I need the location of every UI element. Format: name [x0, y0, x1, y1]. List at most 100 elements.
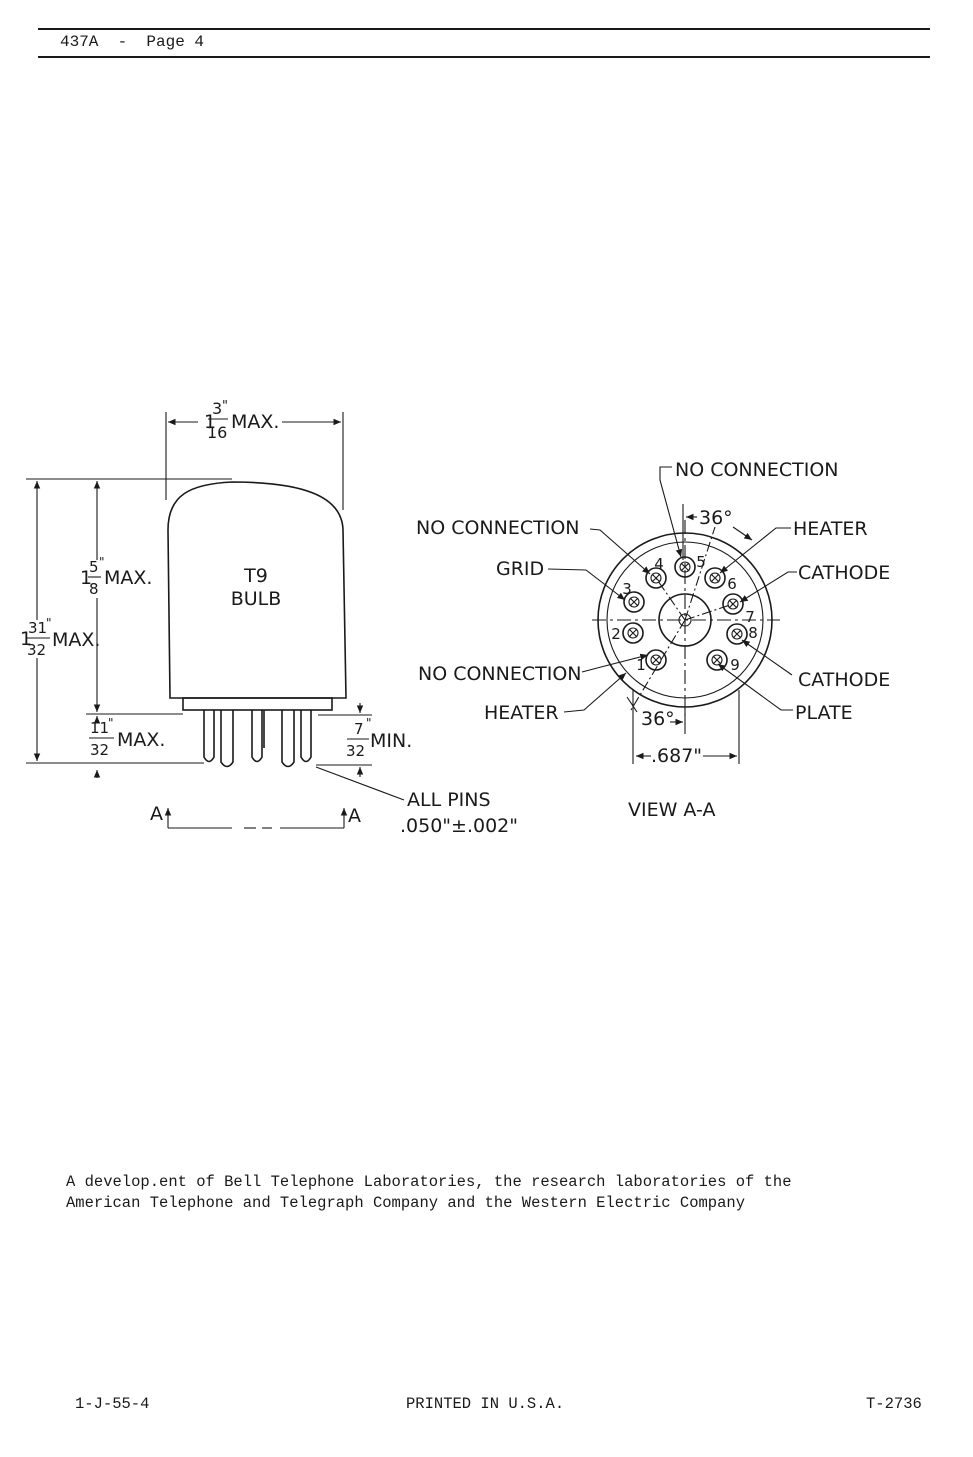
pin-4-core: [650, 572, 662, 584]
svg-text:32: 32: [346, 742, 365, 760]
footer-number: T-2736: [866, 1395, 922, 1413]
svg-text:CATHODE: CATHODE: [798, 562, 890, 584]
svg-text:1: 1: [80, 567, 92, 589]
svg-text:": ": [222, 399, 228, 414]
pin-number-3: 3: [622, 580, 632, 598]
diameter-dimension: .687": [632, 690, 740, 767]
pin-2-core: [627, 627, 639, 639]
pin-number-9: 9: [730, 656, 740, 674]
svg-text:": ": [366, 716, 372, 730]
width-dimension: 1 3 " 16 MAX.: [165, 399, 344, 510]
all-pins-label: ALL PINS: [407, 789, 491, 811]
bulb-height-dimension: 1 5 " 8 MAX.: [80, 481, 152, 712]
svg-text:HEATER: HEATER: [793, 518, 868, 540]
svg-text:.687": .687": [651, 745, 702, 767]
svg-text:1: 1: [20, 628, 32, 650]
pin-number-7: 7: [745, 608, 755, 626]
svg-text:NO CONNECTION: NO CONNECTION: [418, 663, 582, 685]
pins-leader: [315, 766, 405, 801]
svg-text:16: 16: [207, 423, 227, 442]
pin-8-core: [731, 628, 743, 640]
pin-6-cross: [710, 573, 720, 583]
svg-text:MAX.: MAX.: [117, 729, 165, 751]
svg-text:CATHODE: CATHODE: [798, 669, 890, 691]
svg-text:": ": [46, 616, 52, 630]
pin-6-core: [709, 572, 721, 584]
section-line: A A: [150, 803, 361, 829]
bulb-label: BULB: [231, 588, 282, 610]
pin-number-1: 1: [636, 656, 646, 674]
footnote-line1: A develop.ent of Bell Telephone Laborato…: [66, 1173, 792, 1191]
svg-text:A: A: [348, 805, 361, 827]
svg-text:MAX.: MAX.: [52, 629, 100, 651]
page-header: 437A - Page 4: [60, 33, 205, 51]
pin-5-core: [679, 561, 691, 573]
svg-text:HEATER: HEATER: [484, 702, 559, 724]
bottom-angle-dimension: 36°: [626, 696, 686, 734]
svg-text:5: 5: [89, 558, 99, 576]
svg-text:3: 3: [212, 399, 222, 418]
footer-printed: PRINTED IN U.S.A.: [406, 1395, 565, 1413]
pin-1-cross: [651, 655, 661, 665]
pin-8-cross: [732, 629, 742, 639]
pin-number-4: 4: [654, 555, 664, 573]
tube-outline-drawing: T9 BULB 1 3 " 16 MAX. 1 31 " 32 MAX. 1 5…: [20, 399, 890, 837]
pin-4-cross: [651, 573, 661, 583]
header-bottom-rule: [38, 56, 930, 58]
pin-7-cross: [728, 599, 738, 609]
svg-text:A: A: [150, 803, 163, 825]
header-top-rule: [38, 28, 930, 30]
pin-3-socket: [623, 591, 645, 613]
svg-text:GRID: GRID: [496, 558, 544, 580]
pin-2-socket: [622, 622, 644, 644]
svg-text:": ": [99, 555, 105, 569]
footnote: A develop.ent of Bell Telephone Laborato…: [66, 1172, 792, 1214]
pin-number-2: 2: [611, 625, 621, 643]
pin-5-cross: [680, 562, 690, 572]
view-title: VIEW A-A: [628, 799, 715, 821]
footer-code: 1-J-55-4: [75, 1395, 150, 1413]
svg-text:MIN.: MIN.: [370, 730, 412, 752]
pin-6-socket: [704, 567, 726, 589]
pin-3-core: [628, 596, 640, 608]
svg-text:NO CONNECTION: NO CONNECTION: [675, 459, 839, 481]
svg-text:32: 32: [27, 641, 46, 659]
pin-number-8: 8: [748, 624, 758, 642]
base-view-diagram: [592, 520, 780, 718]
svg-text:PLATE: PLATE: [795, 702, 853, 724]
svg-text:MAX.: MAX.: [104, 567, 152, 589]
svg-text:NO CONNECTION: NO CONNECTION: [416, 517, 580, 539]
pin-number-6: 6: [727, 575, 737, 593]
svg-text:": ": [108, 716, 114, 730]
pin-9-cross: [712, 655, 722, 665]
pin-2-cross: [628, 628, 638, 638]
svg-text:31: 31: [28, 619, 47, 637]
svg-text:36°: 36°: [699, 507, 733, 529]
top-angle-dimension: 36°: [682, 504, 753, 560]
svg-text:11: 11: [90, 719, 109, 737]
pin-7-socket: [722, 593, 744, 615]
svg-text:7: 7: [354, 720, 364, 738]
pin-diameter-label: .050"±.002": [400, 815, 518, 837]
pin-8-socket: [726, 623, 748, 645]
overall-height-dimension: 1 31 " 32 MAX.: [20, 478, 232, 764]
pin-1-core: [650, 654, 662, 666]
pin-9-socket: [706, 649, 728, 671]
pin-7-core: [727, 598, 739, 610]
pin-4-socket: [645, 567, 667, 589]
svg-text:36°: 36°: [641, 708, 675, 730]
svg-text:MAX.: MAX.: [231, 411, 279, 433]
pin-number-5: 5: [696, 553, 706, 571]
bulb-side-view: [167, 481, 347, 768]
pin-length-dimension: 7 " 32 MIN.: [316, 703, 412, 777]
svg-text:8: 8: [89, 580, 99, 598]
footnote-line2: American Telephone and Telegraph Company…: [66, 1194, 746, 1212]
pin-9-core: [711, 654, 723, 666]
pin-5-socket: [674, 556, 696, 578]
base-dimension: 11 " 32 MAX.: [86, 713, 183, 778]
pin-labels: NO CONNECTION NO CONNECTION GRID NO CONN…: [416, 459, 890, 724]
pin-3-cross: [629, 597, 639, 607]
bulb-type-label: T9: [243, 565, 268, 587]
svg-text:1: 1: [204, 411, 216, 433]
